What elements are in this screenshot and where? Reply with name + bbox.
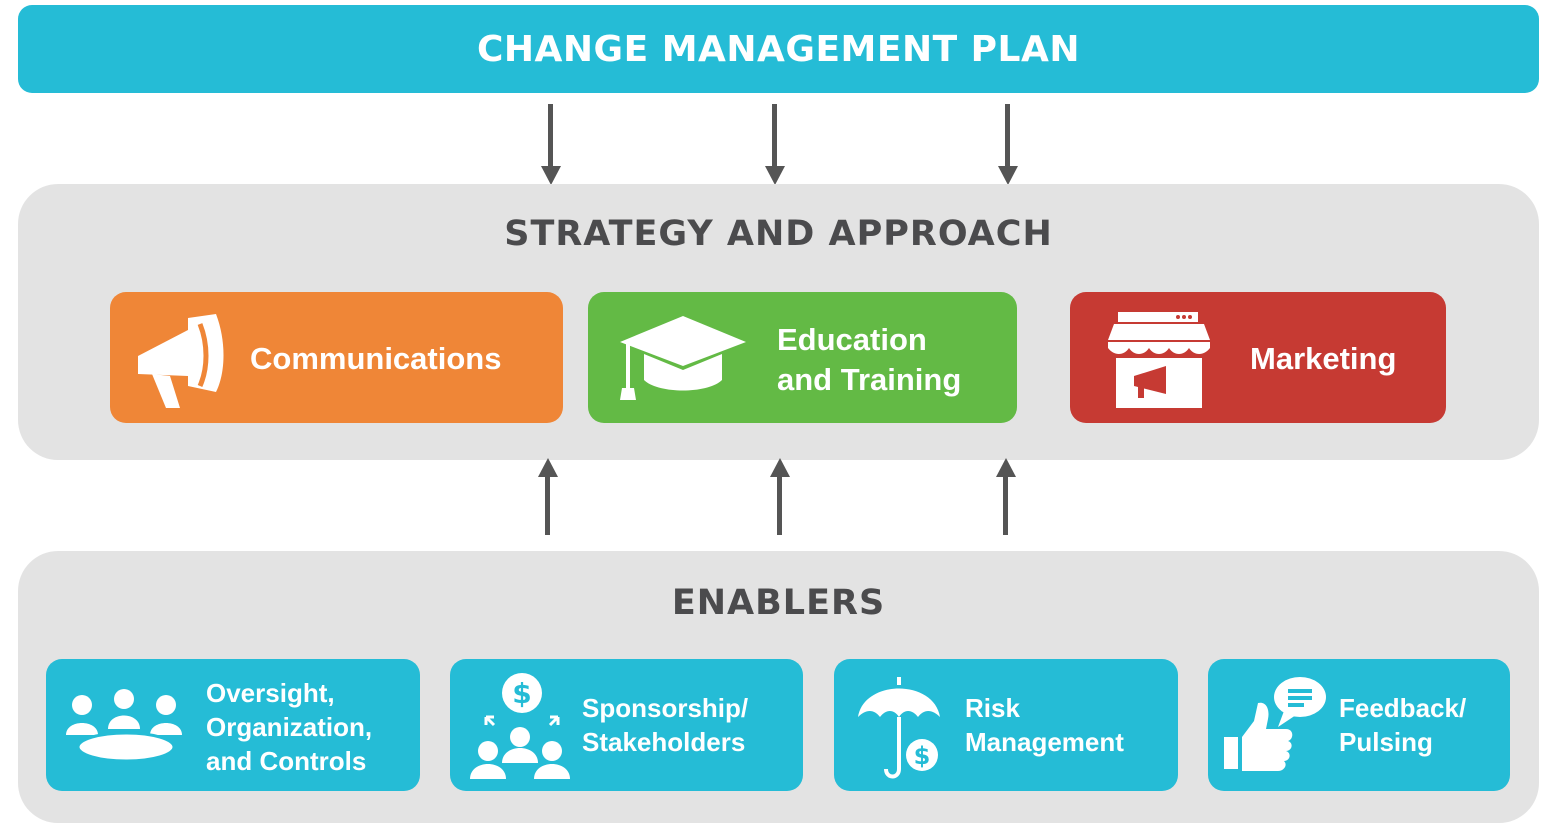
storefront-icon	[1108, 312, 1210, 408]
feedback-line2: Pulsing	[1339, 727, 1433, 757]
sponsorship-line2: Stakeholders	[582, 727, 746, 757]
stakeholders-dollar-icon: $	[470, 673, 570, 779]
oversight-line1: Oversight,	[206, 678, 335, 708]
marketing-card: Marketing	[1070, 292, 1446, 423]
education-training-card: Education and Training	[588, 292, 1017, 423]
risk-line2: Management	[965, 727, 1124, 757]
sponsorship-line1: Sponsorship/	[582, 693, 749, 723]
down-arrow-1	[541, 104, 561, 185]
marketing-label: Marketing	[1250, 341, 1397, 376]
feedback-card: Feedback/ Pulsing	[1208, 659, 1510, 791]
meeting-table-icon	[66, 689, 182, 763]
risk-management-card: $ Risk Management	[834, 659, 1178, 791]
plan-title: CHANGE MANAGEMENT PLAN	[477, 28, 1080, 70]
megaphone-icon	[138, 314, 224, 408]
communications-card: Communications	[110, 292, 563, 423]
oversight-card: Oversight, Organization, and Controls	[46, 659, 420, 791]
graduation-cap-icon	[620, 316, 746, 400]
feedback-line1: Feedback/	[1339, 693, 1467, 723]
down-arrow-2	[765, 104, 785, 185]
up-arrow-2	[770, 458, 790, 535]
thumbs-up-chat-icon	[1224, 677, 1326, 771]
change-management-plan-banner: CHANGE MANAGEMENT PLAN	[18, 5, 1539, 93]
sponsorship-card: $ Sponsorship/ Stakeholders	[450, 659, 803, 791]
svg-text:$: $	[914, 742, 931, 770]
communications-label: Communications	[250, 341, 502, 376]
svg-text:$: $	[512, 677, 531, 710]
down-arrow-3	[998, 104, 1018, 185]
enablers-title: ENABLERS	[671, 583, 886, 623]
up-arrow-1	[538, 458, 558, 535]
oversight-line2: Organization,	[206, 712, 373, 742]
education-label-line1: Education	[777, 322, 927, 357]
oversight-line3: and Controls	[206, 746, 367, 776]
umbrella-dollar-icon: $	[858, 677, 940, 779]
education-label-line2: and Training	[777, 362, 962, 397]
risk-line1: Risk	[965, 693, 1020, 723]
up-arrow-3	[996, 458, 1016, 535]
strategy-title: STRATEGY AND APPROACH	[504, 214, 1053, 254]
